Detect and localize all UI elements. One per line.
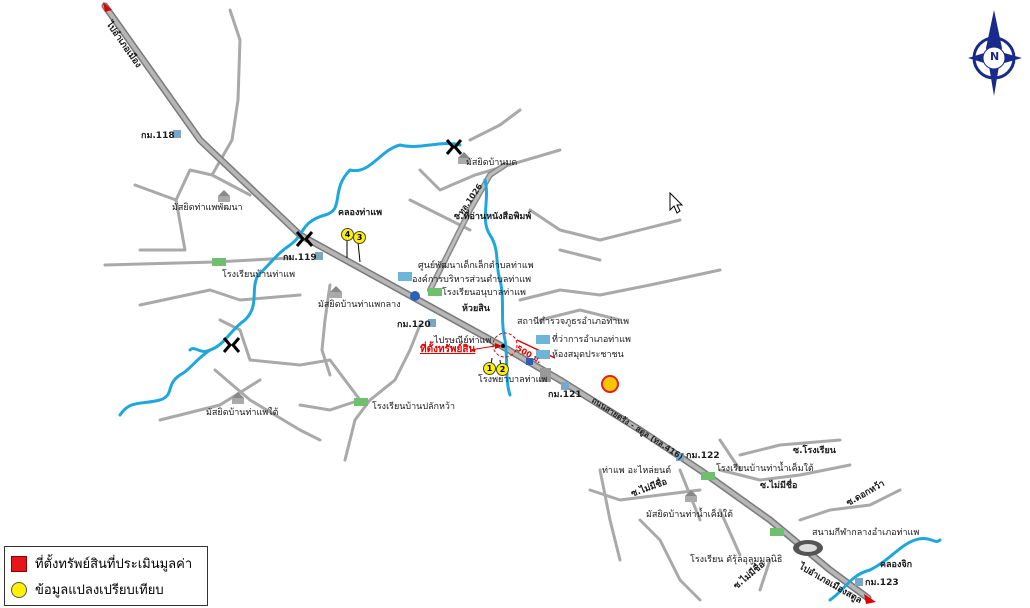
landmark-icons [173,130,863,586]
label-km123: กม.123 [865,578,899,588]
label-mosque-thaphae-klang: มัสยิดบ้านท่าแพกลาง [318,300,401,310]
comparable-marker-1[interactable]: 1 [483,362,496,375]
label-stadium: สนามกีฬากลางอำเภอท่าแพ [812,528,920,538]
comparable-marker-3[interactable]: 3 [353,231,366,244]
label-police: สถานีตำรวจภูธรอำเภอท่าแพ [517,317,630,327]
comparable-marker-2[interactable]: 2 [496,363,509,376]
label-post-office: ไปรษณีย์ท่าแพ [434,336,492,346]
highway [101,2,872,602]
label-soi-no-name2: ซ.ไม่มีชื่อ [760,481,798,491]
label-child-center: ศูนย์พัฒนาเด็กเล็กตำบลท่าแพ [418,261,534,271]
label-khlong-chik: คลองจิก [880,560,913,570]
label-hospital: โรงพยาบาลท่าแพ [478,375,548,385]
label-subject-site: ที่ตั้งทรัพย์สิน [420,344,476,355]
label-school-ummat: โรงเรียน ดัรุ้ลอุลูมมูลนิธิ [690,555,783,565]
road-1026 [427,162,508,293]
compass-letter: N [990,50,1000,63]
label-soi-thi-an: ซ.ที่อ่านหนังสือพิมพ์ [454,212,532,222]
label-mosque-thaphae-tai: มัสยิดบ้านท่าแพใต้ [206,408,279,418]
legend-circle-icon [11,581,27,598]
label-km119: กม.119 [283,253,317,263]
label-school-anuban: โรงเรียนอนุบาลท่าแพ [442,288,526,298]
direction-arrows [103,2,876,604]
label-huai-sin: ห้วยสิน [462,304,490,314]
label-mosque-ton-tai: มัสยิดบ้านท่าน้ำเค็มใต้ [646,510,733,520]
label-district-office: ที่ว่าการอำเภอท่าแพ [552,335,631,345]
legend-row-comparables: ข้อมูลแปลงเปรียบเทียบ [11,579,164,600]
label-km121: กม.121 [548,390,582,400]
label-khlong-thaphae: คลองท่าแพ [338,208,383,218]
label-library: ห้องสมุดประชาชน [552,350,624,360]
bridges [222,139,463,353]
label-school-plak-khwa: โรงเรียนบ้านปลักหว้า [372,402,456,412]
label-workshop: ท่าแพ อะไหล่ยนต์ [602,466,672,476]
label-school-ton-tai: โรงเรียนบ้านท่าน้ำเค็มใต้ [716,464,814,474]
label-tao: องค์การบริหารส่วนตำบลท่าแพ [412,275,532,285]
legend-row-subject: ที่ตั้งทรัพย์สินที่ประเมินมูลค่า [11,553,192,574]
legend-subject-label: ที่ตั้งทรัพย์สินที่ประเมินมูลค่า [35,557,193,572]
legend-comparables-label: ข้อมูลแปลงเปรียบเทียบ [35,583,164,598]
legend-square-icon [11,555,27,572]
label-km120: กม.120 [397,320,431,330]
legend: ที่ตั้งทรัพย์สินที่ประเมินมูลค่า ข้อมูลแ… [4,546,208,606]
label-mosque-phatthana: มัสยิดท่าแพพัฒนา [172,203,243,213]
label-soi-road: ซ.โรงเรียน [793,446,836,456]
label-km118: กม.118 [141,131,175,141]
label-mosque-ban-mod: มัสยิดบ้านมด [466,158,518,168]
compass-rose [968,10,1022,96]
comparable-marker-4[interactable]: 4 [341,228,354,241]
mouse-pointer-icon [669,191,684,214]
label-km122: กม.122 [686,451,720,461]
label-school-ban-thaphae: โรงเรียนบ้านท่าแพ [222,270,296,280]
